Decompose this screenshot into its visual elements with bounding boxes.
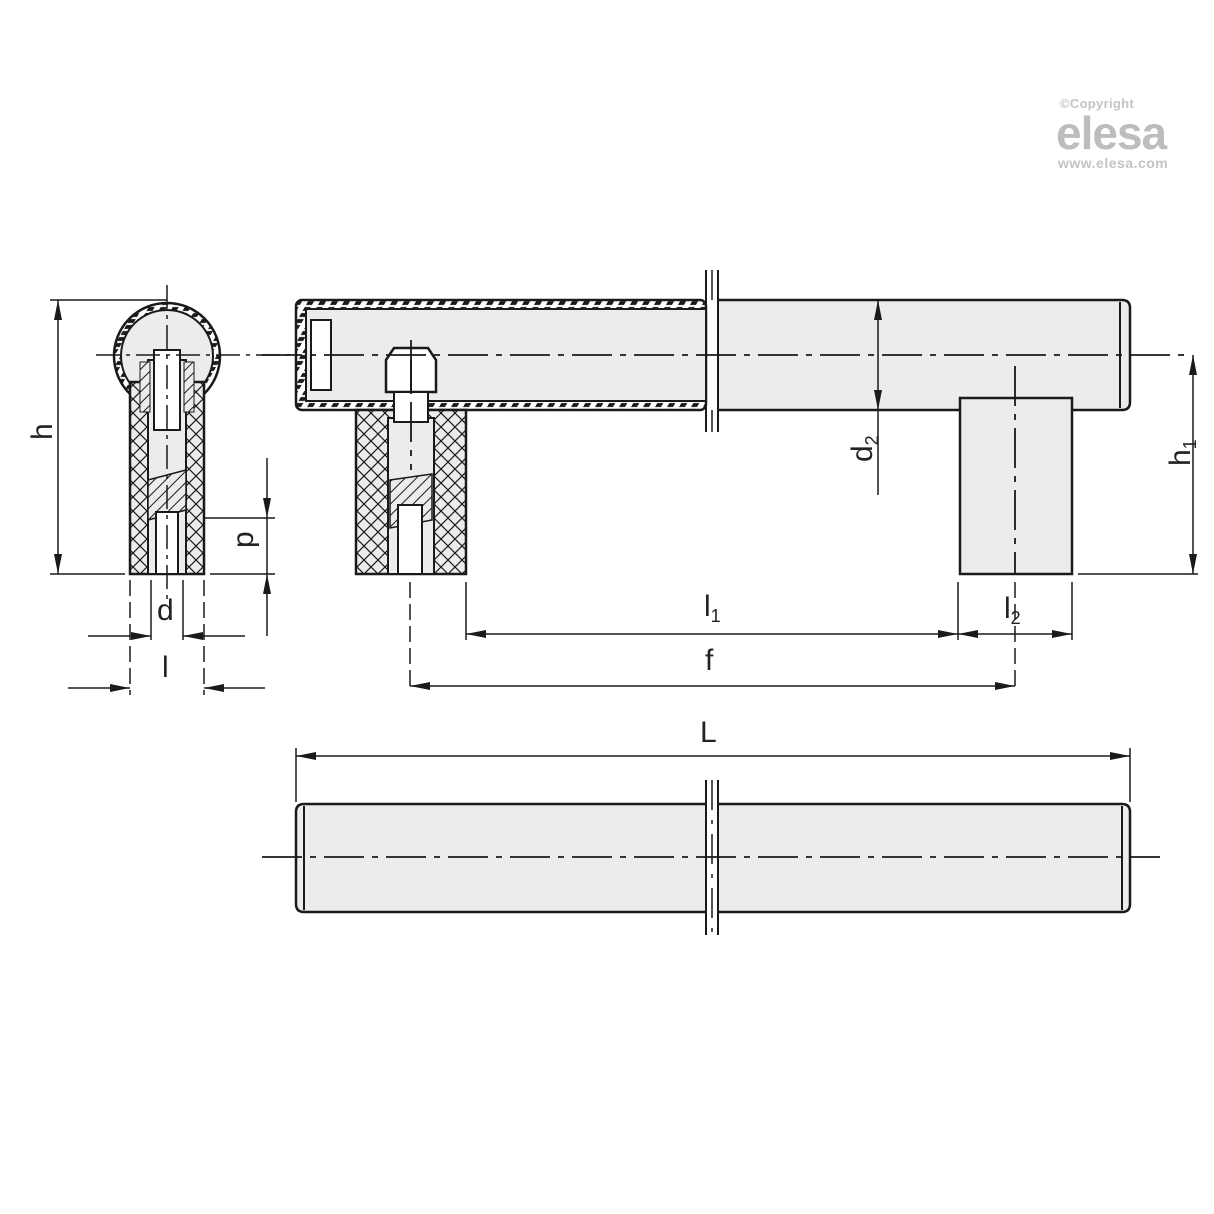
label-p: p: [227, 531, 260, 548]
front-section-view: [262, 270, 1198, 690]
side-section-view: [50, 285, 290, 695]
label-l1: l1: [704, 590, 721, 626]
elesa-watermark: ©Copyright elesa www.elesa.com: [1040, 96, 1210, 171]
copyright-text: ©Copyright: [1060, 96, 1134, 111]
label-L: L: [700, 716, 717, 749]
brand-logo: elesa: [1056, 107, 1167, 159]
label-l: l: [162, 651, 169, 684]
label-h1: h1: [1164, 439, 1200, 466]
label-d: d: [157, 594, 174, 627]
label-l2: l2: [1004, 592, 1021, 628]
label-h: h: [26, 423, 59, 440]
website-url: www.elesa.com: [1058, 155, 1169, 171]
top-view: [262, 748, 1160, 935]
label-f: f: [705, 644, 714, 677]
label-d2: d2: [846, 435, 882, 462]
